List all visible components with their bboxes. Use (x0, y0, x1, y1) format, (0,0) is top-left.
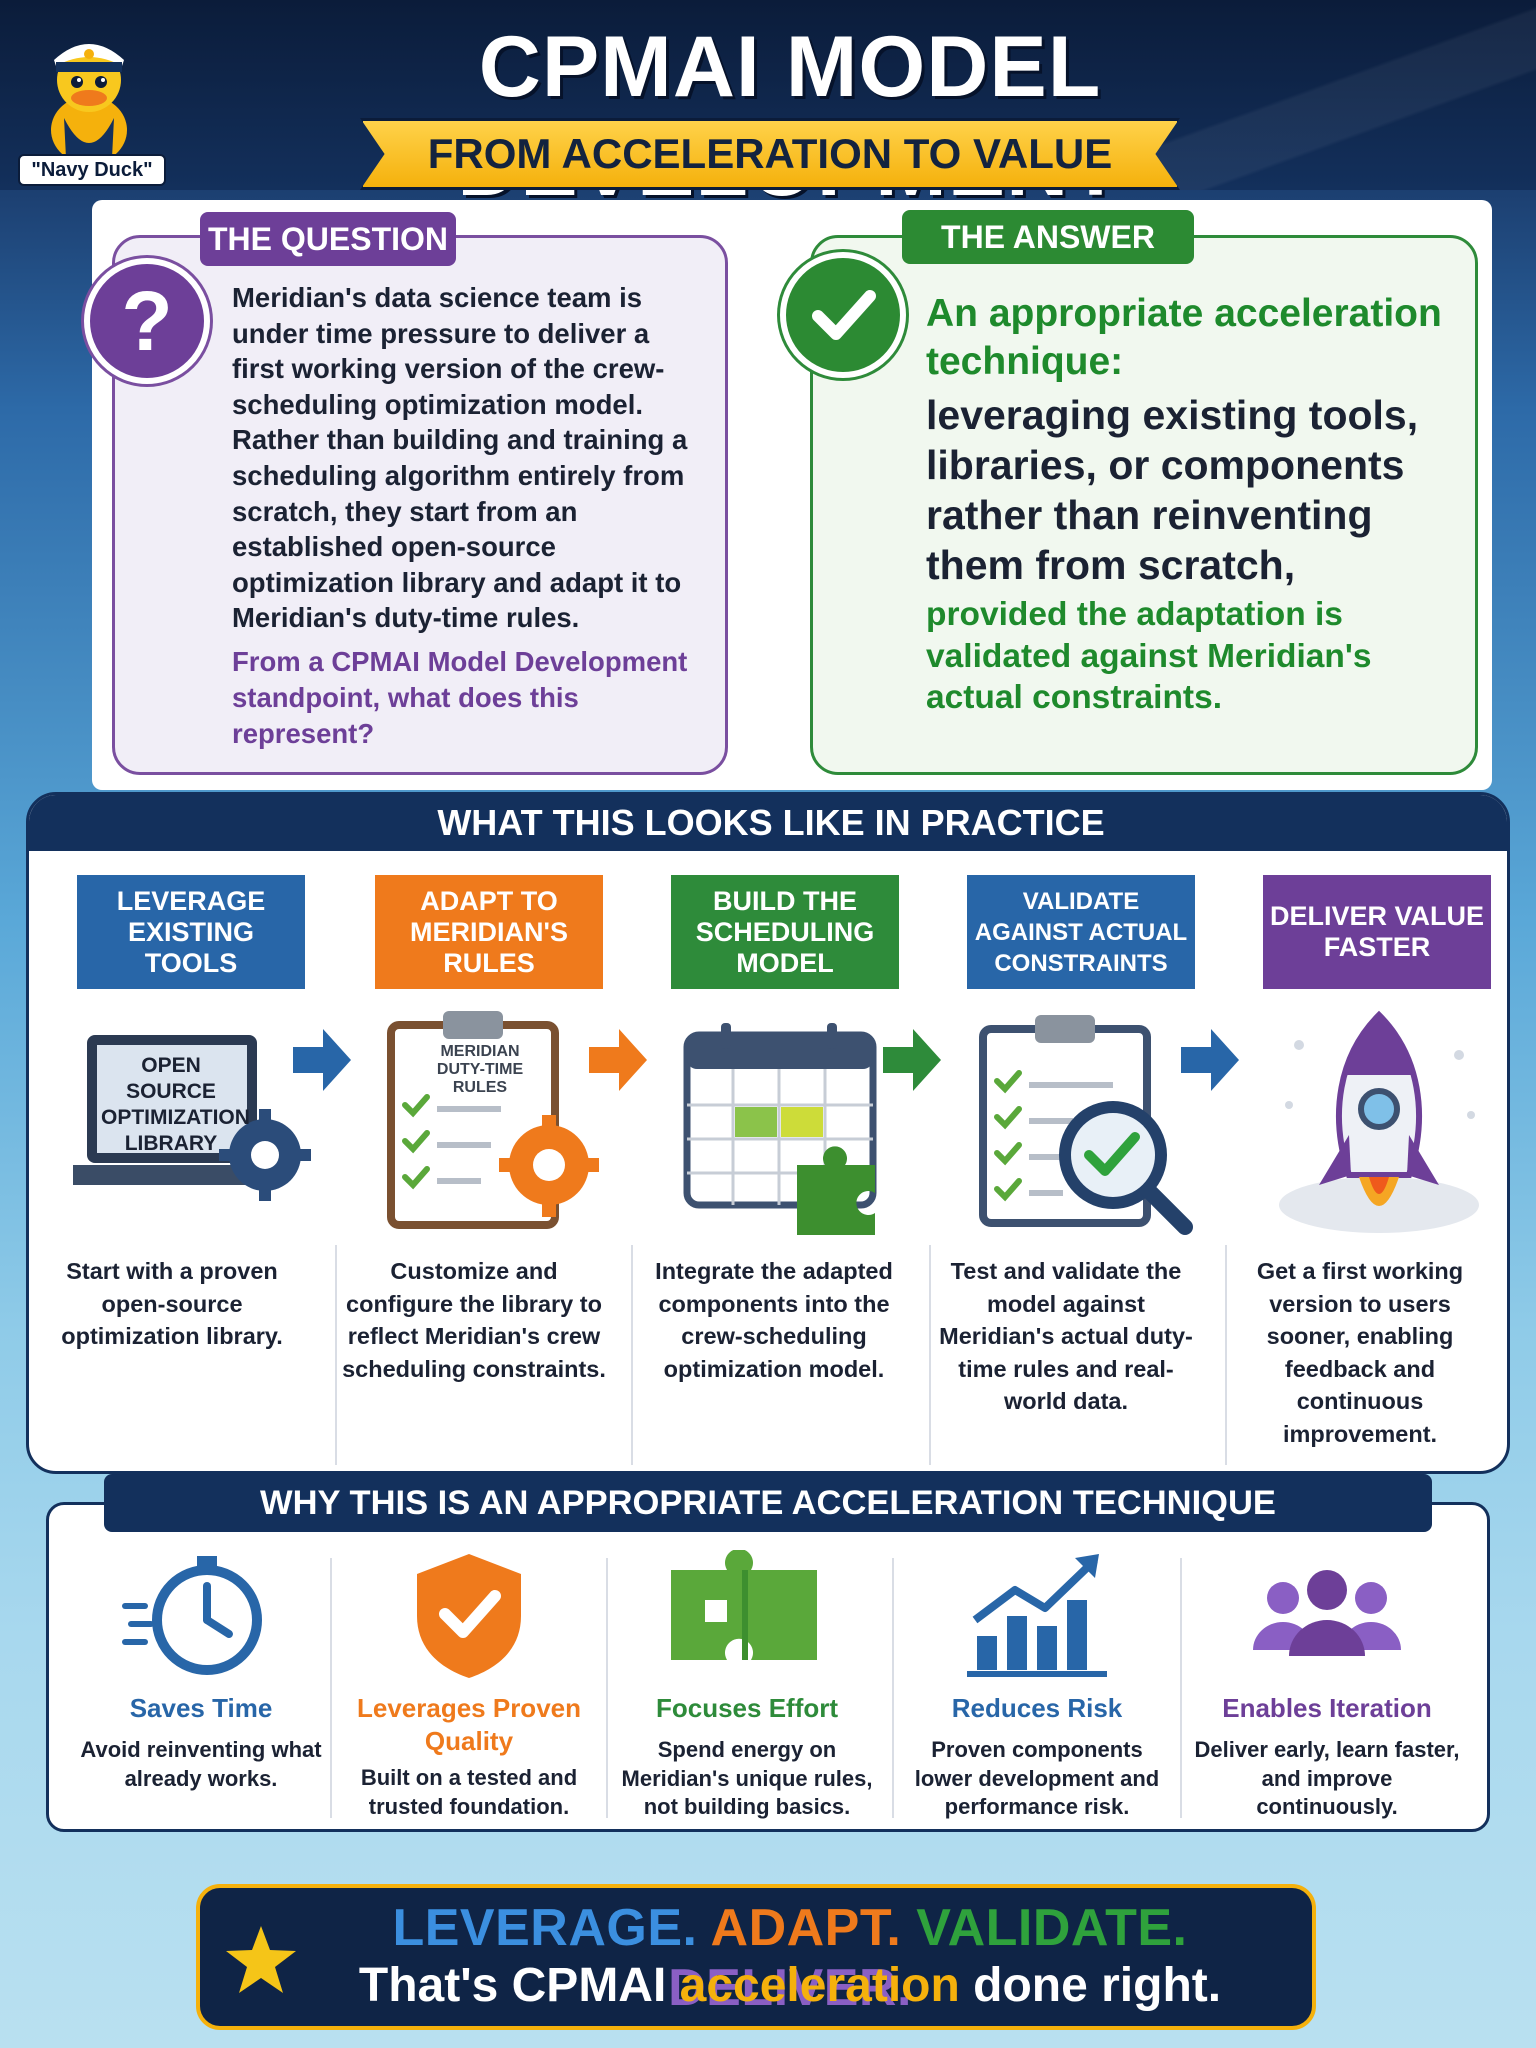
divider (631, 1245, 633, 1465)
slogan-validate: VALIDATE. (916, 1899, 1188, 1957)
header: "Navy Duck" CPMAI MODEL DEVELOPMENT FROM… (0, 0, 1536, 214)
benefit-title: Reduces Risk (951, 1693, 1123, 1723)
question-body: Meridian's data science team is under ti… (232, 282, 688, 634)
step-description: Test and validate the model against Meri… (939, 1258, 1193, 1414)
question-tab: THE QUESTION (200, 212, 456, 266)
benefit-description: Built on a tested and trusted foundation… (360, 1765, 578, 1819)
footer-slogan: LEVERAGE. ADAPT. VALIDATE. DELIVER. (300, 1898, 1280, 2018)
tagline-post: done right. (959, 1959, 1222, 2012)
step-deliver: DELIVER VALUE FASTER Get a first working… (1239, 875, 1507, 1465)
footer-banner (196, 1884, 1316, 2030)
question-prompt: From a CPMAI Model Development standpoin… (232, 646, 688, 749)
step-title: LEVERAGE EXISTING TOOLS (77, 875, 305, 989)
mascot-label: "Navy Duck" (18, 154, 166, 186)
arrow-right-icon (293, 1029, 351, 1091)
benefit-description: Spend energy on Meridian's unique rules,… (621, 1737, 873, 1819)
question-mark-icon: ? (84, 258, 210, 384)
slogan-adapt: ADAPT. (710, 1899, 902, 1957)
clipboard-label: MERIDIAN DUTY-TIME RULES (436, 1043, 524, 1096)
benefit-description: Avoid reinventing what already works. (80, 1737, 322, 1791)
why-section (46, 1502, 1490, 1832)
divider (330, 1558, 332, 1818)
benefit-title: Focuses Effort (655, 1693, 839, 1723)
step-description: Integrate the adapted components into th… (655, 1258, 893, 1382)
step-leverage: LEVERAGE EXISTING TOOLS OPEN SOURCE OPTI… (53, 875, 323, 1465)
subtitle-banner: FROM ACCELERATION TO VALUE (360, 118, 1180, 190)
checkmark-icon (780, 252, 906, 378)
answer-card (810, 235, 1478, 775)
arrow-right-icon (589, 1029, 647, 1091)
benefit-description: Deliver early, learn faster, and improve… (1194, 1737, 1460, 1819)
calendar-puzzle-icon (683, 1023, 877, 1235)
step-validate: VALIDATE AGAINST ACTUAL CONSTRAINTS Test… (939, 875, 1213, 1465)
people-icon (1253, 1570, 1401, 1656)
step-adapt: ADAPT TO MERIDIAN'S RULES MERIDIAN DUTY-… (342, 875, 621, 1465)
step-description: Start with a proven open-source optimiza… (61, 1258, 283, 1349)
step-title: ADAPT TO MERIDIAN'S RULES (375, 875, 603, 989)
answer-proviso: provided the adaptation is validated aga… (926, 596, 1372, 716)
practice-section: WHAT THIS LOOKS LIKE IN PRACTICE LEVERAG… (26, 792, 1510, 1474)
benefit-proven-quality: Leverages Proven Quality Built on a test… (334, 1550, 604, 1830)
shield-check-icon (417, 1554, 521, 1678)
step-description: Get a first working version to users soo… (1256, 1258, 1464, 1447)
checklist-magnifier-icon (979, 1015, 1193, 1235)
slogan-deliver: DELIVER. (668, 1959, 912, 2017)
benefit-saves-time: Saves Time Avoid reinventing what alread… (66, 1550, 336, 1830)
answer-tab: THE ANSWER (902, 210, 1194, 264)
stopwatch-icon (122, 1556, 262, 1675)
step-title: DELIVER VALUE FASTER (1263, 875, 1491, 989)
step-title: VALIDATE AGAINST ACTUAL CONSTRAINTS (967, 875, 1195, 989)
answer-main: leveraging existing tools, libraries, or… (926, 392, 1419, 588)
benefit-title: Leverages Proven Quality (356, 1693, 581, 1756)
divider (929, 1245, 931, 1465)
rocket-icon (1279, 1010, 1479, 1233)
laptop-gear-icon (73, 1035, 311, 1201)
tagline-accent: acceleration (679, 1959, 960, 2012)
arrow-right-icon (1181, 1029, 1239, 1091)
answer-lead: An appropriate acceleration technique: (926, 292, 1442, 383)
why-heading: WHY THIS IS AN APPROPRIATE ACCELERATION … (104, 1474, 1432, 1532)
step-description: Customize and configure the library to r… (342, 1258, 606, 1382)
footer-tagline: That's CPMAI acceleration done right. (300, 1958, 1280, 2013)
practice-heading: WHAT THIS LOOKS LIKE IN PRACTICE (29, 795, 1507, 851)
clipboard-gear-icon (387, 1011, 599, 1229)
benefit-description: Proven components lower development and … (914, 1737, 1160, 1819)
laptop-screen-label: OPEN SOURCE OPTIMIZATION LIBRARY (101, 1054, 250, 1155)
benefit-title: Enables Iteration (1222, 1693, 1432, 1723)
benefit-focuses-effort: Focuses Effort Spend energy on Meridian'… (612, 1550, 882, 1830)
puzzle-icon (671, 1550, 817, 1660)
arrow-right-icon (883, 1029, 941, 1091)
divider (335, 1245, 337, 1465)
page-subtitle: FROM ACCELERATION TO VALUE (427, 130, 1113, 177)
divider (892, 1558, 894, 1818)
subtitle-ribbon (360, 118, 1180, 190)
benefit-reduces-risk: Reduces Risk Proven components lower dev… (902, 1550, 1172, 1830)
slogan-leverage: LEVERAGE. (392, 1899, 698, 1957)
step-build: BUILD THE SCHEDULING MODEL Integrate the… (647, 875, 917, 1465)
divider (1225, 1245, 1227, 1465)
rising-chart-icon (967, 1554, 1107, 1677)
star-icon (226, 1926, 296, 1993)
question-card (112, 235, 728, 775)
navy-duck-mascot-icon (51, 44, 127, 164)
step-title: BUILD THE SCHEDULING MODEL (671, 875, 899, 989)
divider (606, 1558, 608, 1818)
benefit-title: Saves Time (129, 1693, 273, 1723)
benefit-enables-iteration: Enables Iteration Deliver early, learn f… (1192, 1550, 1462, 1830)
divider (1180, 1558, 1182, 1818)
tagline-pre: That's CPMAI (358, 1959, 680, 2012)
